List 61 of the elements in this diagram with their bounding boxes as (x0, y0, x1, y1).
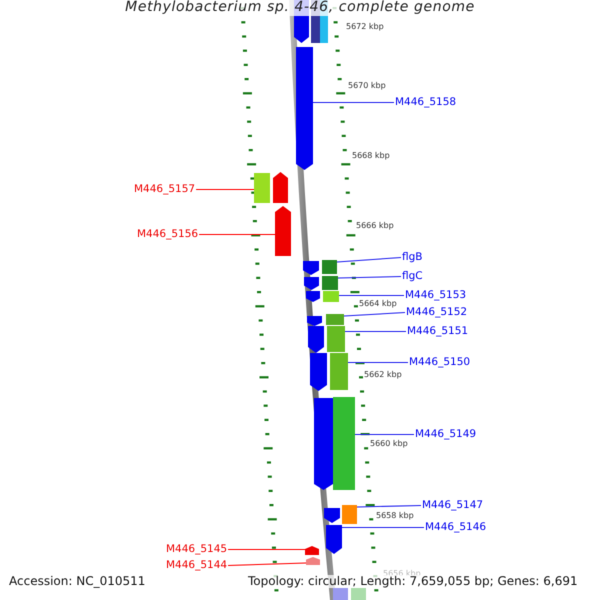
scale-label: 5666 kbp (356, 221, 394, 231)
gene-bar (322, 276, 338, 290)
gene-label: M446_5153 (405, 289, 466, 302)
gene-label: M446_5151 (407, 325, 468, 338)
leader-line (312, 102, 394, 103)
gene-bar (327, 326, 345, 352)
gene-label: M446_5152 (406, 306, 468, 319)
gene-label: M446_5144 (166, 559, 228, 572)
gene-bar (322, 260, 337, 274)
gene-block (314, 398, 333, 490)
gene-bar (333, 397, 355, 490)
scale-label: 5656 kbp (383, 569, 421, 578)
leader-line (338, 276, 402, 278)
leader-line (356, 505, 422, 508)
scale-label: 5672 kbp (346, 22, 384, 32)
gene-label: M446_5158 (395, 96, 456, 109)
gene-label: M446_5145 (166, 543, 228, 556)
gene-label: flgC (402, 270, 423, 283)
leader-line (228, 562, 306, 566)
scale-label: 5670 kbp (348, 81, 386, 91)
leader-line (342, 527, 424, 528)
gene-label: M446_5147 (422, 499, 484, 512)
gene-block (310, 353, 327, 391)
gene-bar (333, 588, 348, 600)
gene-bar (330, 353, 348, 390)
gene-bar (254, 173, 270, 203)
leader-line (228, 549, 306, 550)
gene-label: M446_5146 (425, 521, 486, 534)
gene-block (303, 261, 319, 275)
gene-label: flgB (402, 251, 422, 264)
gene-block (306, 291, 320, 302)
scale-label: 5664 kbp (359, 299, 397, 309)
scale-label: 5658 kbp (376, 511, 414, 521)
gene-block (305, 546, 319, 555)
genome-info-text: Accession: NC_010511 (9, 575, 146, 588)
gene-bar (326, 314, 344, 325)
gene-block (306, 557, 320, 565)
scale-label: 5660 kbp (370, 439, 408, 449)
scale-label: 5662 kbp (364, 370, 402, 380)
gene-block (304, 277, 319, 290)
leader-line (336, 257, 402, 262)
gene-bar (351, 588, 366, 600)
gene-block (275, 206, 291, 256)
leader-line (348, 362, 408, 363)
gene-label: M446_5157 (134, 183, 196, 196)
leader-line (196, 189, 254, 190)
gene-block (324, 508, 340, 523)
gene-bar (342, 505, 357, 524)
gene-block (296, 47, 313, 170)
leader-line (354, 434, 414, 435)
scale-label: 5668 kbp (352, 151, 390, 161)
gene-bar (323, 291, 339, 302)
gene-label: M446_5150 (409, 356, 470, 369)
leader-line (344, 312, 406, 316)
leader-line (198, 234, 276, 235)
gene-label: M446_5156 (137, 228, 198, 241)
leader-line (338, 295, 404, 296)
leader-line (344, 331, 406, 332)
gene-label: M446_5149 (415, 428, 476, 441)
gene-block (326, 525, 342, 554)
genome-info-text: Topology: circular; Length: 7,659,055 bp; Genes: 6,691 (248, 575, 578, 588)
